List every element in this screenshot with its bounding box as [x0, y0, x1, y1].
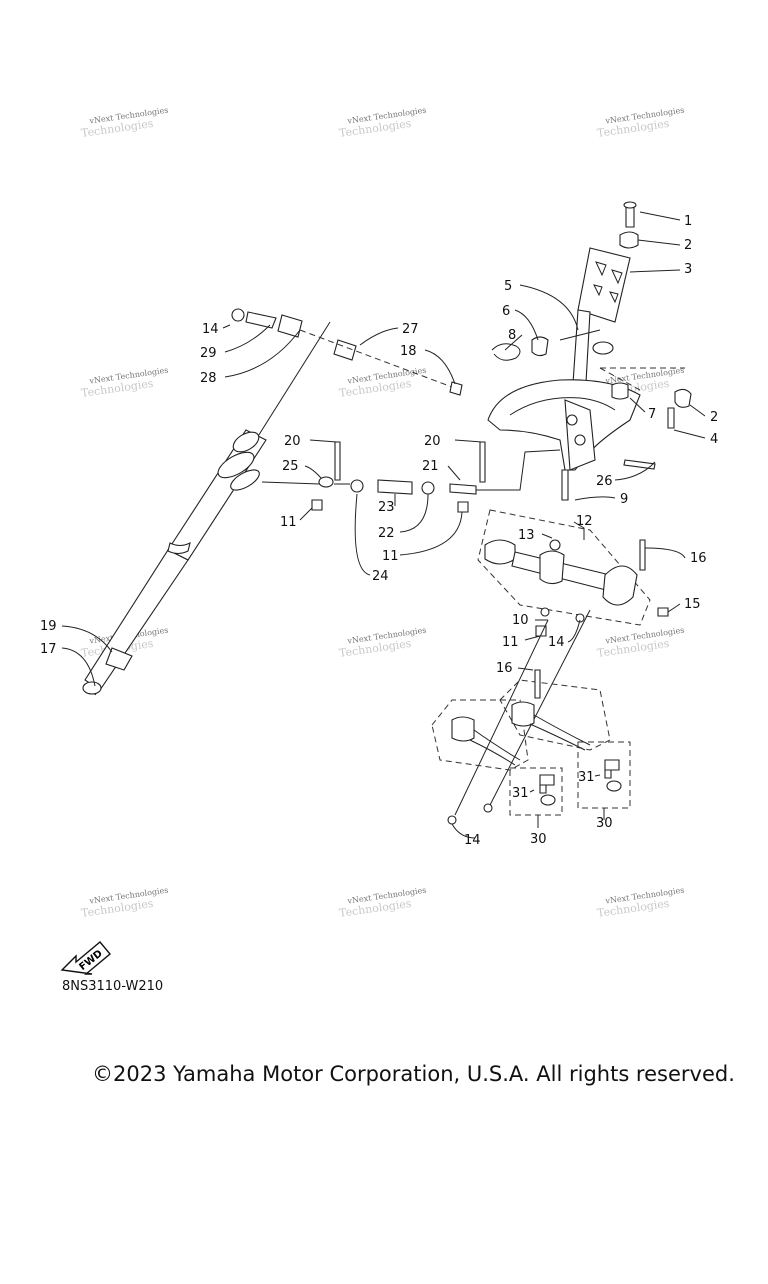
mid-linkage [261, 441, 561, 513]
callout-30: 30 [530, 832, 547, 847]
callout-31b: 31 [578, 770, 595, 785]
callout-22: 22 [378, 526, 395, 541]
watermark: Technologies vNext Technologies [80, 106, 169, 140]
callout-4: 4 [710, 432, 718, 447]
callout-5: 5 [504, 279, 512, 294]
clip-parts [491, 336, 549, 361]
callout-1: 1 [684, 214, 692, 229]
callout-2: 2 [684, 238, 692, 253]
callout-7: 7 [648, 407, 656, 422]
callout-14: 14 [202, 322, 219, 337]
leader-lines [61, 211, 706, 839]
watermark: Technologies vNext Technologies [80, 886, 169, 920]
callout-30b: 30 [596, 816, 613, 831]
callout-20b: 20 [424, 434, 441, 449]
switch-assemblies [431, 669, 631, 828]
steering-cable [82, 321, 331, 696]
callout-28: 28 [200, 371, 217, 386]
callout-3: 3 [684, 262, 692, 277]
watermark: Technologies vNext Technologies [338, 366, 427, 400]
callout-17: 17 [40, 642, 57, 657]
throttle-assembly [454, 509, 669, 816]
copyright-notice: ©2023 Yamaha Motor Corporation, U.S.A. A… [92, 1062, 735, 1086]
callout-21: 21 [422, 459, 439, 474]
callout-11c: 11 [502, 635, 519, 650]
callout-14c: 14 [464, 833, 481, 848]
steering-housing [487, 367, 692, 501]
callout-29: 29 [200, 346, 217, 361]
callout-12: 12 [576, 514, 593, 529]
callout-16: 16 [690, 551, 707, 566]
callout-31: 31 [512, 786, 529, 801]
steering-column [559, 201, 639, 401]
callout-26: 26 [596, 474, 613, 489]
callout-19: 19 [40, 619, 57, 634]
callout-6: 6 [502, 304, 510, 319]
callout-18: 18 [400, 344, 417, 359]
fwd-arrow-icon: FWD [60, 941, 111, 975]
callout-20: 20 [284, 434, 301, 449]
callout-11b: 11 [382, 549, 399, 564]
callout-27: 27 [402, 322, 419, 337]
watermark: Technologies vNext Technologies [596, 626, 685, 660]
callout-labels: 1 2 3 5 6 8 7 2 4 26 9 12 13 16 15 10 11… [40, 214, 718, 848]
upper-linkage [231, 308, 463, 396]
callout-14b: 14 [548, 635, 565, 650]
watermark: Technologies vNext Technologies [338, 106, 427, 140]
diagram-code: 8NS3110-W210 [62, 979, 164, 994]
watermark: Technologies vNext Technologies [80, 366, 169, 400]
callout-25: 25 [282, 459, 299, 474]
watermark: Technologies vNext Technologies [338, 886, 427, 920]
callout-23: 23 [378, 500, 395, 515]
callout-9: 9 [620, 492, 628, 507]
callout-13: 13 [518, 528, 535, 543]
callout-2b: 2 [710, 410, 718, 425]
callout-15: 15 [684, 597, 701, 612]
callout-11: 11 [280, 515, 297, 530]
callout-10: 10 [512, 613, 529, 628]
watermark: Technologies vNext Technologies [596, 886, 685, 920]
callout-24: 24 [372, 569, 389, 584]
watermark: Technologies vNext Technologies [338, 626, 427, 660]
watermark: Technologies vNext Technologies [596, 106, 685, 140]
callout-16b: 16 [496, 661, 513, 676]
callout-8: 8 [508, 328, 516, 343]
